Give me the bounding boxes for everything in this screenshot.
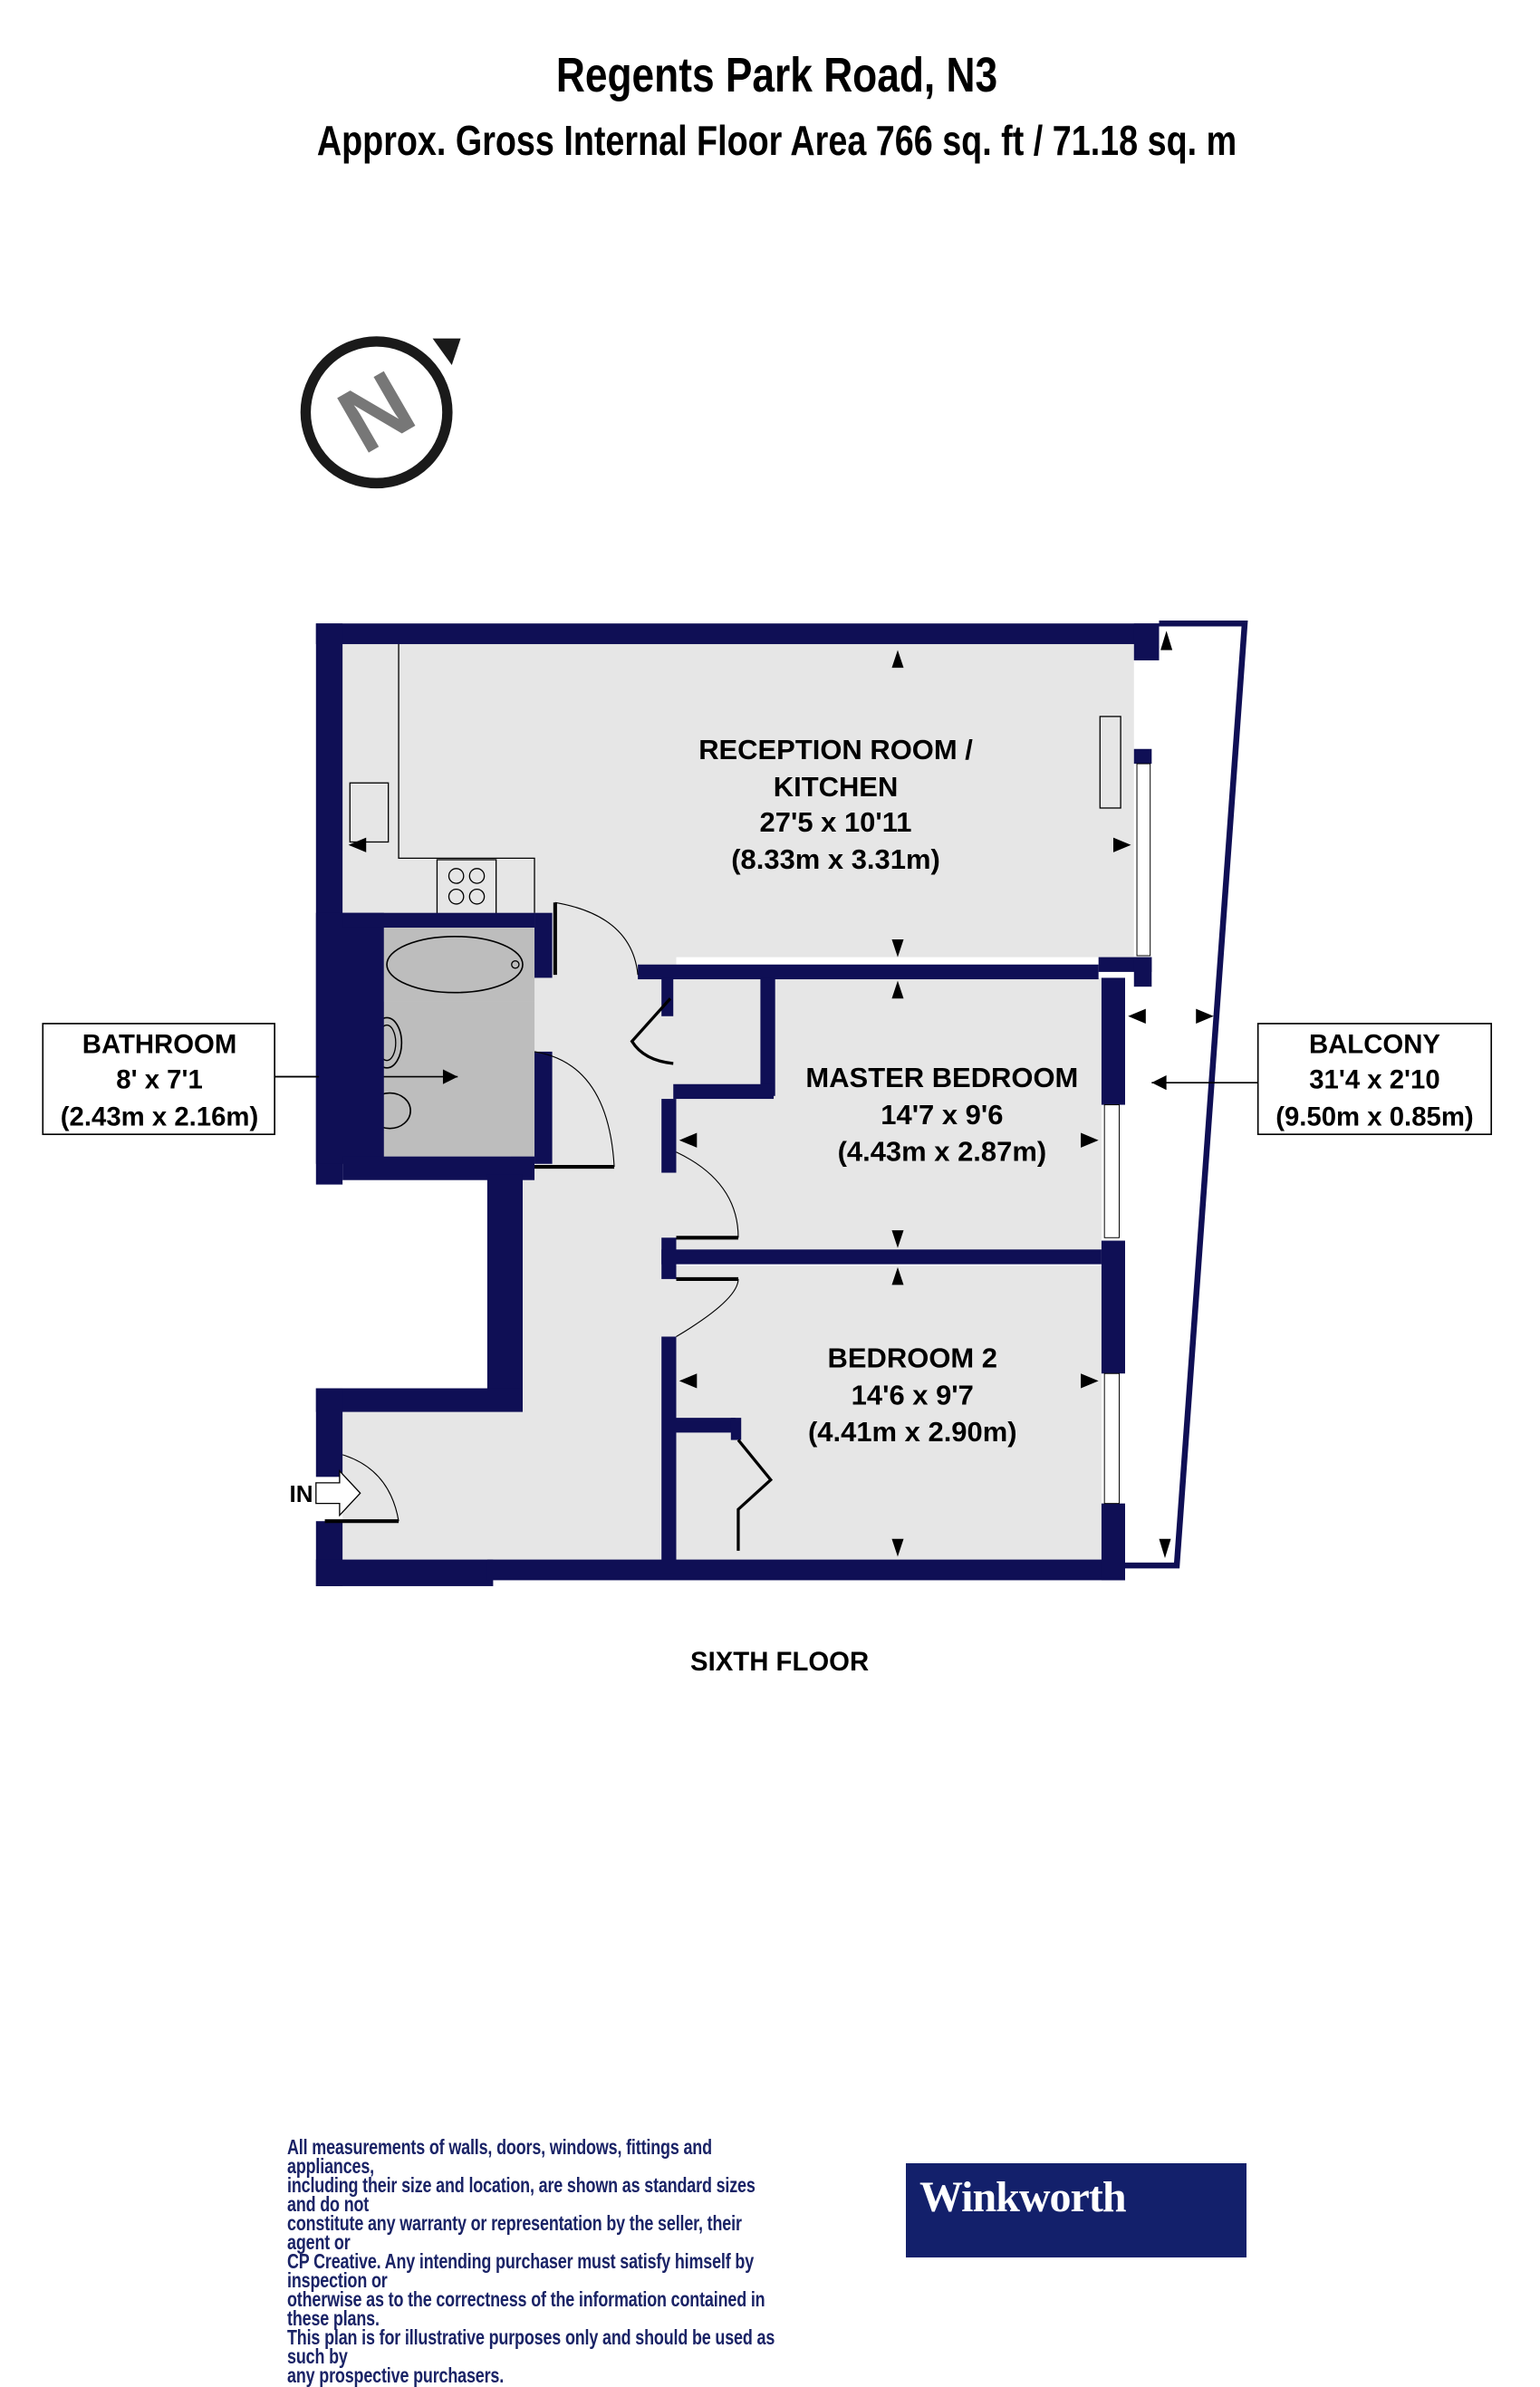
balcony	[1124, 620, 1248, 1569]
compass-letter: N	[322, 352, 430, 473]
room-reception-kitchen: RECEPTION ROOM / KITCHEN 27'5 x 10'11 (8…	[698, 734, 973, 875]
callout-name: BATHROOM	[82, 1030, 237, 1060]
plan-title: Regents Park Road, N3	[555, 48, 998, 102]
room-name: MASTER BEDROOM	[805, 1062, 1078, 1093]
floor-label: SIXTH FLOOR	[690, 1647, 869, 1677]
dimension-arrows	[348, 650, 1131, 1557]
doors	[324, 901, 774, 1551]
room-dimensions-imperial: 27'5 x 10'11	[760, 806, 912, 838]
room-bedroom-2: BEDROOM 2 14'6 x 9'7 (4.41m x 2.90m)	[808, 1343, 1017, 1448]
entrance-label: IN	[289, 1480, 313, 1507]
room-name: KITCHEN	[774, 771, 899, 803]
callout-dimensions-metric: (2.43m x 2.16m)	[61, 1102, 258, 1131]
windows	[1103, 763, 1151, 1505]
room-master-bedroom: MASTER BEDROOM 14'7 x 9'6 (4.43m x 2.87m…	[805, 1062, 1078, 1167]
callout-dimensions-imperial: 31'4 x 2'10	[1309, 1065, 1439, 1095]
bathroom-callout: BATHROOM 8' x 7'1 (2.43m x 2.16m)	[42, 1023, 320, 1135]
balcony-callout: BALCONY 31'4 x 2'10 (9.50m x 0.85m)	[1151, 1023, 1493, 1135]
entrance-arrow-icon	[315, 1469, 361, 1517]
callout-name: BALCONY	[1309, 1030, 1440, 1060]
disclaimer-text: All measurements of walls, doors, window…	[287, 2135, 775, 2387]
entrance-marker: IN	[289, 1469, 361, 1517]
walls	[315, 623, 1160, 1586]
bathroom-area	[274, 927, 535, 1157]
brand-name: Winkworth	[919, 2173, 1127, 2221]
room-name: BEDROOM 2	[828, 1343, 997, 1374]
floor-plan: N	[42, 336, 1493, 1677]
callout-dimensions-imperial: 8' x 7'1	[116, 1065, 203, 1095]
room-name: RECEPTION ROOM /	[698, 734, 973, 765]
north-compass-icon: N	[300, 336, 461, 489]
room-dimensions-imperial: 14'7 x 9'6	[881, 1099, 1003, 1131]
room-dimensions-imperial: 14'6 x 9'7	[852, 1379, 974, 1410]
floor-area-subtitle: Approx. Gross Internal Floor Area 766 sq…	[316, 117, 1237, 164]
room-dimensions-metric: (4.41m x 2.90m)	[808, 1416, 1017, 1448]
room-dimensions-metric: (8.33m x 3.31m)	[731, 843, 940, 875]
kitchen-fittings	[349, 644, 1121, 917]
callout-dimensions-metric: (9.50m x 0.85m)	[1275, 1102, 1473, 1131]
winkworth-logo: Winkworth	[906, 2163, 1246, 2257]
room-dimensions-metric: (4.43m x 2.87m)	[838, 1136, 1047, 1168]
